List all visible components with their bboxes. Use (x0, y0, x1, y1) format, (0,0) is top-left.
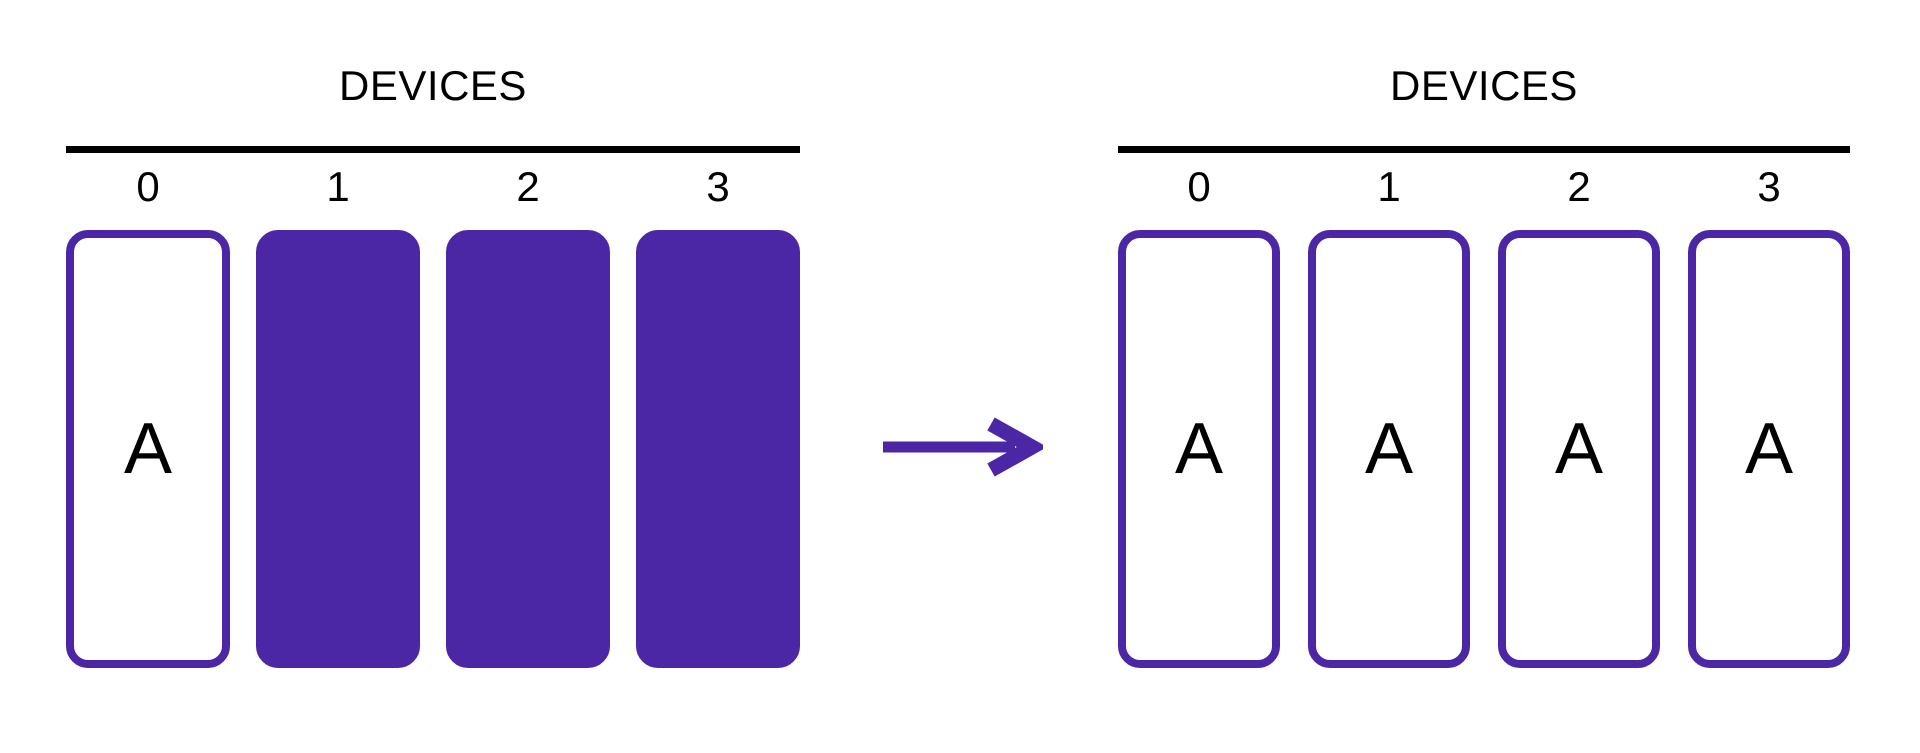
shard-label: A (1174, 409, 1224, 489)
device-index-label: 2 (516, 163, 540, 210)
device-box (446, 230, 610, 668)
device-box (256, 230, 420, 668)
devices-rule (66, 146, 800, 153)
shard-label: A (123, 409, 173, 489)
device-index-label: 0 (136, 163, 160, 210)
devices-rule (1118, 146, 1850, 153)
device-index-row: 0 1 2 3 (66, 164, 800, 210)
device-index-row: 0 1 2 3 (1118, 164, 1850, 210)
device-box: A (66, 230, 230, 668)
device-box (636, 230, 800, 668)
device-box: A (1118, 230, 1280, 668)
device-index-label: 1 (1377, 163, 1401, 210)
device-index-label: 0 (1187, 163, 1211, 210)
device-box-row: A (66, 230, 800, 668)
devices-title: DEVICES (1390, 62, 1578, 109)
shard-label: A (1744, 409, 1794, 489)
device-index-label: 3 (1757, 163, 1781, 210)
shard-label: A (1364, 409, 1414, 489)
devices-panel-before: DEVICES 0 1 2 3 A (66, 0, 800, 753)
right-arrow-icon (873, 415, 1043, 479)
device-box: A (1688, 230, 1850, 668)
device-box: A (1308, 230, 1470, 668)
device-box-row: A A A A (1118, 230, 1850, 668)
shard-label: A (1554, 409, 1604, 489)
device-box: A (1498, 230, 1660, 668)
devices-title: DEVICES (339, 62, 527, 109)
devices-panel-after: DEVICES 0 1 2 3 A A A A (1118, 0, 1850, 753)
device-index-label: 2 (1567, 163, 1591, 210)
device-index-label: 1 (326, 163, 350, 210)
device-index-label: 3 (706, 163, 730, 210)
